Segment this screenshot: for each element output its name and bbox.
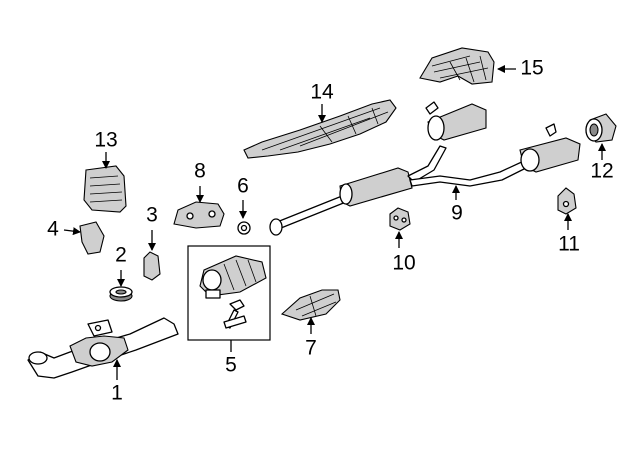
callout-9: 9 <box>451 202 463 225</box>
callout-4: 4 <box>47 218 59 241</box>
callout-13: 13 <box>94 129 117 152</box>
callout-7: 7 <box>305 337 317 360</box>
part-14-heat-shield[interactable] <box>243 99 397 159</box>
part-3-hanger[interactable] <box>143 251 161 281</box>
part-8-heat-shield[interactable] <box>173 201 225 229</box>
callout-5: 5 <box>225 354 237 377</box>
callout-3: 3 <box>146 204 158 227</box>
callout-14: 14 <box>310 81 334 104</box>
part-15-heat-shield[interactable] <box>419 47 495 85</box>
callout-1: 1 <box>111 382 123 405</box>
callout-11: 11 <box>558 233 580 256</box>
callout-15: 15 <box>520 57 543 80</box>
part-12-exhaust-tip[interactable] <box>585 113 617 143</box>
part-4-bracket[interactable] <box>79 221 105 255</box>
part-1-front-pipe[interactable] <box>27 317 179 379</box>
part-11-hanger[interactable] <box>557 187 577 215</box>
part-7-heat-shield[interactable] <box>280 289 341 321</box>
callout-labels: 1 2 3 4 5 6 7 8 9 10 11 12 13 14 15 <box>47 57 614 405</box>
part-9-exhaust-pipe-assembly[interactable] <box>269 101 581 236</box>
callout-12: 12 <box>590 160 613 183</box>
callout-2: 2 <box>115 244 127 267</box>
part-13-heat-shield[interactable] <box>83 165 127 213</box>
part-5-catalytic-converter-kit[interactable] <box>187 245 271 341</box>
part-2-gasket[interactable] <box>109 286 133 302</box>
leader-lines <box>63 65 606 380</box>
callout-10: 10 <box>392 252 415 275</box>
part-10-hanger[interactable] <box>389 207 411 231</box>
callout-6: 6 <box>237 175 249 198</box>
leader-4 <box>63 227 81 236</box>
callout-8: 8 <box>194 160 206 183</box>
part-6-gasket[interactable] <box>237 221 251 235</box>
